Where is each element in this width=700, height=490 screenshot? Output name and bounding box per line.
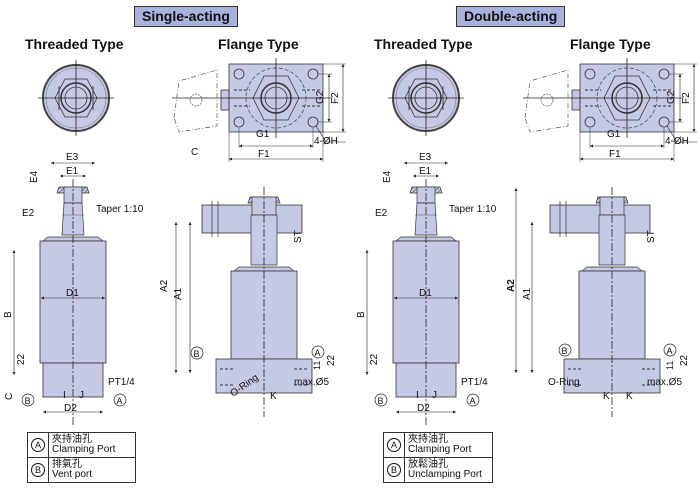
- dim-c: C: [191, 147, 198, 158]
- dim-d1: D1: [419, 288, 432, 299]
- dim-f1: F1: [609, 149, 621, 160]
- single-threaded-side-view: [39, 178, 107, 428]
- dim-k: K: [270, 391, 277, 402]
- port-a-marker: A: [315, 348, 321, 358]
- port-b-marker: B: [378, 396, 384, 406]
- dim-a1: A1: [173, 287, 184, 300]
- dim-e1: E1: [419, 166, 432, 177]
- dim-pt: PT1/4: [461, 377, 488, 388]
- port-b-icon: B: [387, 463, 401, 477]
- double-threaded-title: Threaded Type: [374, 36, 473, 52]
- dim-e3: E3: [419, 152, 432, 163]
- port-a-marker: A: [117, 396, 123, 406]
- legend-cn: 放鬆油孔: [408, 459, 448, 470]
- legend-cn: 排氣孔: [52, 459, 82, 470]
- single-threaded-title: Threaded Type: [25, 36, 124, 52]
- legend-en: Clamping Port: [52, 444, 116, 455]
- dim-g2: G2: [666, 90, 677, 104]
- dim-4h: 4-ØH: [314, 136, 338, 147]
- dim-e4: E4: [382, 170, 393, 183]
- dim-e4: E4: [29, 170, 40, 183]
- dim-j: J: [79, 390, 84, 401]
- legend-en: Unclamping Port: [408, 469, 482, 480]
- dim-22: 22: [326, 354, 337, 366]
- dim-e2: E2: [375, 208, 388, 219]
- dim-j: J: [432, 390, 437, 401]
- dim-b: B: [3, 311, 14, 318]
- dim-22: 22: [679, 354, 690, 366]
- dim-e2: E2: [22, 208, 35, 219]
- port-b-marker: B: [562, 346, 568, 356]
- dim-22: 22: [16, 353, 27, 365]
- double-acting-header: Double-acting: [456, 6, 566, 27]
- double-threaded-side-view: [392, 178, 460, 428]
- dim-4h: 4-ØH: [665, 136, 689, 147]
- dim-st: ST: [293, 230, 304, 243]
- dim-a2: A2: [506, 279, 517, 292]
- port-a-marker: A: [667, 346, 673, 356]
- single-acting-header: Single-acting: [134, 6, 238, 27]
- port-b-icon: B: [31, 463, 45, 477]
- legend-en: Clamping Port: [408, 444, 472, 455]
- dim-e1: E1: [66, 166, 79, 177]
- port-b-marker: B: [25, 396, 31, 406]
- dim-g1: G1: [607, 129, 621, 140]
- dim-d2: D2: [64, 403, 77, 414]
- dim-max: max.Ø5: [294, 377, 329, 388]
- dim-taper: Taper 1:10: [96, 204, 144, 215]
- dim-f1: F1: [258, 149, 270, 160]
- dim-11: 11: [665, 361, 675, 370]
- legend-cn: 夾持油孔: [408, 434, 448, 445]
- dim-f2: F2: [330, 92, 341, 104]
- dim-d1: D1: [66, 288, 79, 299]
- dim-g2: G2: [315, 90, 326, 104]
- dim-g1: G1: [256, 129, 270, 140]
- single-threaded-top-view: [37, 59, 115, 137]
- dim-c: C: [4, 393, 15, 400]
- dim-pt: PT1/4: [108, 377, 135, 388]
- dim-k: K: [603, 391, 610, 402]
- port-b-marker: B: [194, 349, 200, 359]
- dim-e3: E3: [66, 152, 79, 163]
- dim-taper: Taper 1:10: [449, 204, 497, 215]
- dim-i: I: [63, 390, 66, 401]
- dim-11: 11: [312, 361, 322, 370]
- port-a-marker: A: [470, 396, 476, 406]
- dim-oring: O-Ring: [548, 377, 580, 388]
- dim-d2: D2: [417, 403, 430, 414]
- port-a-icon: A: [31, 438, 45, 452]
- port-a-icon: A: [387, 438, 401, 452]
- dim-k: K: [626, 391, 633, 402]
- dim-22: 22: [369, 353, 380, 365]
- dim-a1: A1: [522, 287, 533, 300]
- legend-cn: 夾持油孔: [52, 434, 92, 445]
- double-threaded-top-view: [387, 59, 465, 137]
- dim-i: I: [416, 390, 419, 401]
- dim-f2: F2: [681, 92, 692, 104]
- dim-max: max.Ø5: [647, 377, 682, 388]
- dim-st: ST: [646, 230, 657, 243]
- dim-a2: A2: [159, 279, 170, 292]
- double-flange-title: Flange Type: [570, 36, 651, 52]
- single-flange-title: Flange Type: [218, 36, 299, 52]
- legend-en: Vent port: [52, 469, 93, 480]
- dim-b: B: [356, 311, 367, 318]
